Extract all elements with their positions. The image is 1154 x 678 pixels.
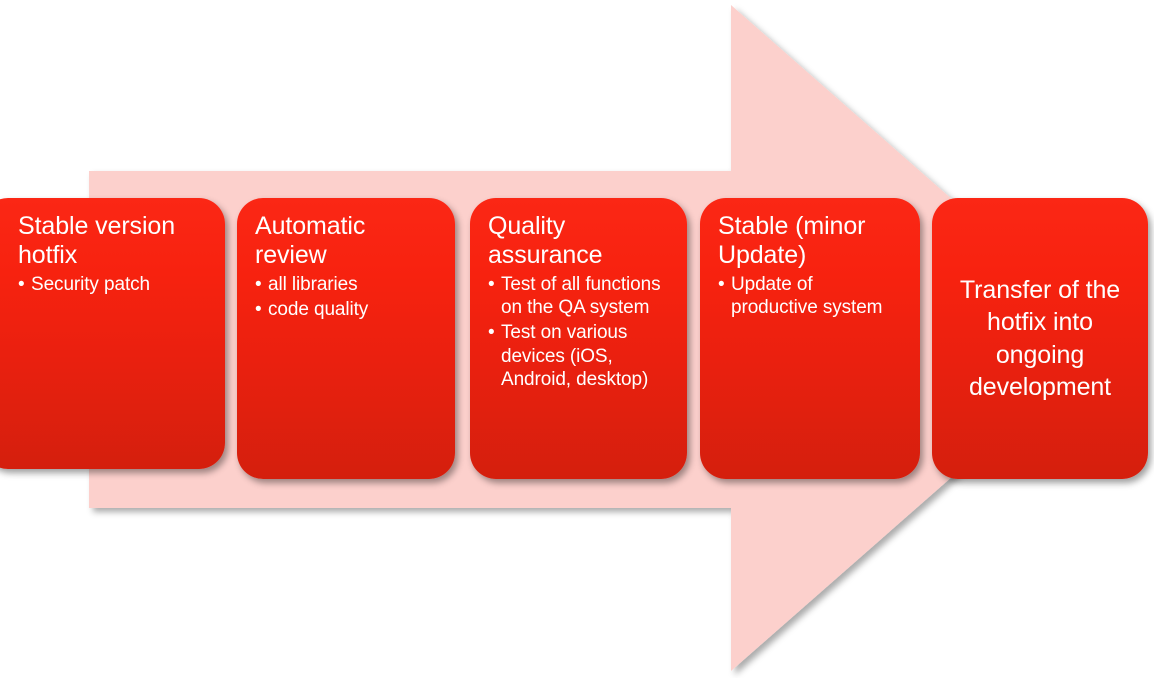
bullet-dot-icon: • [255,299,262,321]
stage-title: Stable version hotfix [18,212,176,269]
bullet-item: • code quality [255,298,439,321]
bullet-item: • Security patch [18,273,209,296]
bullet-item: • Update of productive system [718,273,904,319]
stage-bullet-list: • all libraries • code quality [255,273,439,321]
bullet-text: Test of all functions on the QA system [501,274,661,319]
bullet-item: • Test of all functions on the QA system [488,273,671,319]
bullet-item: • all libraries [255,273,439,296]
stage-bullet-list: • Update of productive system [718,273,904,319]
bullet-text: Security patch [31,274,150,295]
bullet-text: Test on various devices (iOS, Android, d… [501,322,649,390]
bullet-dot-icon: • [718,274,725,295]
bullet-text: all libraries [268,274,358,295]
stage-box-automatic-review[interactable]: Automatic review • all libraries • code … [237,198,455,479]
stage-title: Transfer of the hotfix into ongoing deve… [959,275,1121,402]
bullet-dot-icon: • [488,274,495,295]
bullet-text: code quality [268,299,369,321]
stage-box-transfer-of-the-hotfix-into-ongoing-development[interactable]: Transfer of the hotfix into ongoing deve… [932,198,1148,479]
stage-box-stable-minor-update[interactable]: Stable (minor Update) • Update of produc… [700,198,920,479]
stage-title: Stable (minor Update) [718,212,866,269]
bullet-dot-icon: • [18,274,25,295]
stage-title: Automatic review [255,212,366,269]
stage-title: Quality assurance [488,212,603,269]
stage-box-stable-version-hotfix[interactable]: Stable version hotfix • Security patch [0,198,225,469]
stage-bullet-list: • Security patch [18,273,209,296]
bullet-dot-icon: • [255,274,262,295]
bullet-text: Update of productive system [731,274,883,319]
stage-bullet-list: • Test of all functions on the QA system… [488,273,671,391]
bullet-item: • Test on various devices (iOS, Android,… [488,321,671,391]
stage-box-quality-assurance[interactable]: Quality assurance • Test of all function… [470,198,687,479]
bullet-dot-icon: • [488,322,495,344]
